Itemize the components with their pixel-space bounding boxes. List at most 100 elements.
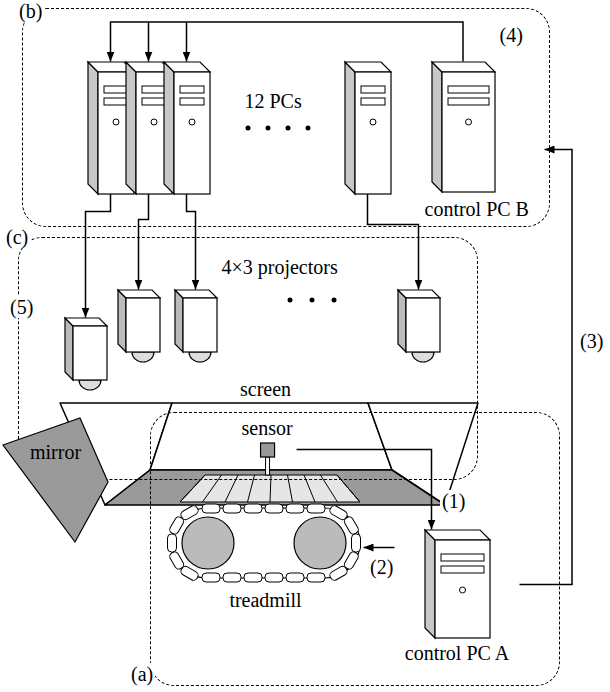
drive-slot xyxy=(180,86,204,93)
belt-link xyxy=(351,534,360,552)
projector-top xyxy=(65,318,107,326)
projector-side xyxy=(65,318,73,380)
drive-slot xyxy=(104,86,128,93)
belt-link xyxy=(286,573,304,582)
projector-lens xyxy=(79,380,101,390)
pc-side xyxy=(425,530,435,638)
subsystem-region: (a)sensortreadmillcontrol PC A xyxy=(150,412,560,686)
belt-link xyxy=(307,504,325,513)
screen-front-wall xyxy=(150,403,392,470)
treadmill: treadmill xyxy=(168,505,364,613)
mirror-plate xyxy=(3,418,108,542)
pc-cluster: 12 PCs xyxy=(85,62,400,194)
belt-link xyxy=(244,504,262,513)
projector-side xyxy=(118,290,126,352)
dot xyxy=(310,298,315,303)
pc-icon xyxy=(345,62,391,194)
projector-lens xyxy=(189,352,211,362)
callout-number: (2) xyxy=(368,556,395,578)
dot xyxy=(266,126,271,131)
pc-top xyxy=(164,62,210,72)
connector xyxy=(111,22,464,62)
region-label: (c) xyxy=(4,226,30,248)
belt-link xyxy=(179,504,199,521)
control-pc: control PC A xyxy=(395,530,520,666)
belt-link xyxy=(202,573,220,582)
belt-link xyxy=(223,504,241,513)
belt-link xyxy=(167,534,176,552)
connector-line xyxy=(364,547,395,549)
pc-front xyxy=(435,540,490,638)
belt-link xyxy=(307,573,325,582)
drive-slot xyxy=(104,98,128,105)
power-button xyxy=(113,119,119,125)
mirror-illustration xyxy=(3,415,108,542)
projector-icon xyxy=(398,290,440,362)
pc-side xyxy=(432,62,442,192)
drive-slot xyxy=(441,554,484,561)
drive-slot xyxy=(180,98,204,105)
screen-floor xyxy=(105,470,445,505)
dot xyxy=(286,126,291,131)
projector-lens xyxy=(132,352,154,362)
belt-link xyxy=(223,573,241,582)
connector-line xyxy=(139,194,149,290)
connector-line xyxy=(187,194,196,290)
belt-link xyxy=(168,550,185,570)
projector-top xyxy=(118,290,160,298)
pc-front xyxy=(442,72,495,192)
belt-link xyxy=(265,573,283,582)
sensor-box xyxy=(260,443,274,457)
projector-front xyxy=(73,326,107,380)
drive-slot xyxy=(441,566,484,573)
belt-link xyxy=(265,504,283,513)
roller xyxy=(294,517,346,569)
callout-number: (5) xyxy=(8,296,35,318)
pc-icon xyxy=(425,530,490,638)
dot xyxy=(246,126,251,131)
drive-slot xyxy=(448,86,489,93)
connector-line xyxy=(368,194,419,290)
projector-front xyxy=(406,298,440,352)
projector-icon xyxy=(65,318,107,390)
group-label: 12 PCs xyxy=(245,90,302,112)
connector-line xyxy=(148,22,150,62)
pc-front xyxy=(174,72,210,194)
belt-link xyxy=(202,504,220,513)
mirror: mirror xyxy=(3,415,108,542)
pc-top xyxy=(345,62,391,72)
dot xyxy=(306,126,311,131)
sensor-pole xyxy=(265,457,269,475)
projector-array: 4×3 projectors xyxy=(60,256,450,396)
drive-slot xyxy=(361,86,385,93)
drive-slot xyxy=(448,98,489,105)
callout-number: (3) xyxy=(578,330,605,352)
projector-side xyxy=(398,290,406,352)
power-button xyxy=(151,119,157,125)
drive-slot xyxy=(142,86,166,93)
pcs-illustration xyxy=(85,62,400,194)
projector-front xyxy=(126,298,160,352)
subsystem-region: (b)12 PCs(4)control PC B xyxy=(22,8,550,227)
pc-icon xyxy=(432,62,495,192)
position-sensor: sensor xyxy=(238,417,297,475)
projector-front xyxy=(183,298,217,352)
part-label: screen xyxy=(238,378,293,400)
region-label: (b) xyxy=(17,0,44,22)
connector-line xyxy=(86,194,111,318)
screen xyxy=(60,403,478,505)
pc-top xyxy=(425,530,490,540)
region-label: (a) xyxy=(129,663,155,685)
dot xyxy=(332,298,337,303)
power-button xyxy=(465,119,471,125)
power-button xyxy=(459,587,465,593)
callout-number: (1) xyxy=(440,490,467,512)
belt-link xyxy=(328,564,348,581)
belt-link xyxy=(286,504,304,513)
power-button xyxy=(189,119,195,125)
callout-number: (4) xyxy=(500,24,523,46)
control-pc: (4)control PC B xyxy=(415,62,545,222)
pc-side xyxy=(345,62,355,194)
group-label: 4×3 projectors xyxy=(222,256,338,278)
